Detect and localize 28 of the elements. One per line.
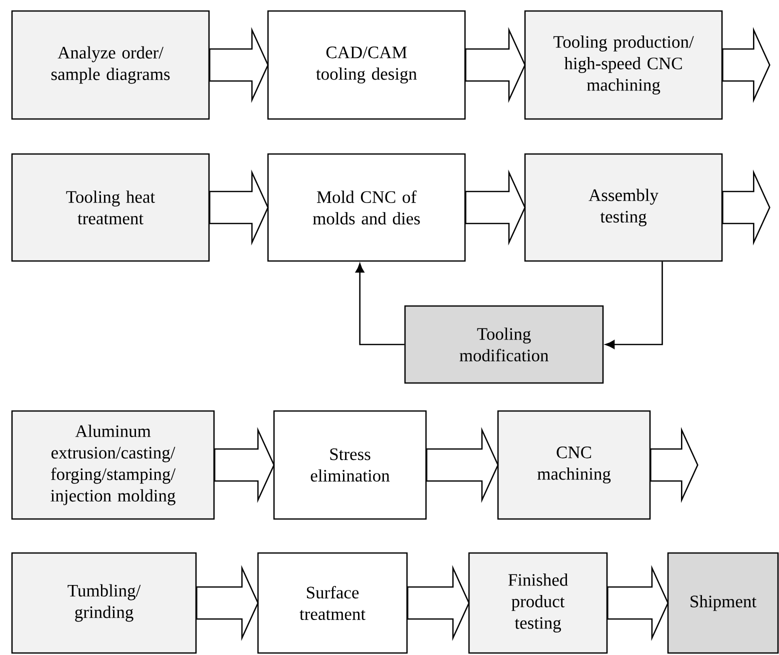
process-box: Mold CNC of molds and dies — [267, 153, 466, 262]
process-box: CAD/CAM tooling design — [267, 10, 466, 120]
process-box: Stress elimination — [273, 410, 427, 520]
block-arrow — [209, 170, 269, 246]
block-arrow — [465, 27, 526, 103]
block-arrow — [722, 27, 770, 103]
arrow — [355, 263, 404, 346]
process-box: Finished product testing — [468, 552, 608, 654]
block-arrow — [650, 427, 698, 503]
process-box: Assembly testing — [524, 153, 723, 262]
block-arrow — [209, 27, 269, 103]
block-arrow — [607, 565, 669, 641]
process-box: Surface treatment — [257, 552, 408, 654]
block-arrow — [196, 565, 259, 641]
process-box: CNC machining — [497, 410, 651, 520]
block-arrow — [426, 427, 499, 503]
process-box: Tooling modification — [404, 305, 604, 384]
block-arrow — [214, 427, 275, 503]
arrow — [605, 262, 663, 349]
process-box: Tooling production/ high-speed CNC machining — [524, 10, 723, 120]
block-arrow — [407, 565, 470, 641]
block-arrow — [722, 170, 770, 246]
process-box: Shipment — [667, 552, 779, 654]
block-arrow — [465, 170, 526, 246]
process-box: Tumbling/ grinding — [11, 552, 197, 654]
process-box: Analyze order/ sample diagrams — [11, 10, 210, 120]
process-box: Tooling heat treatment — [11, 153, 210, 262]
process-box: Aluminum extrusion/casting/forging/stamping/ injection molding — [11, 410, 215, 520]
